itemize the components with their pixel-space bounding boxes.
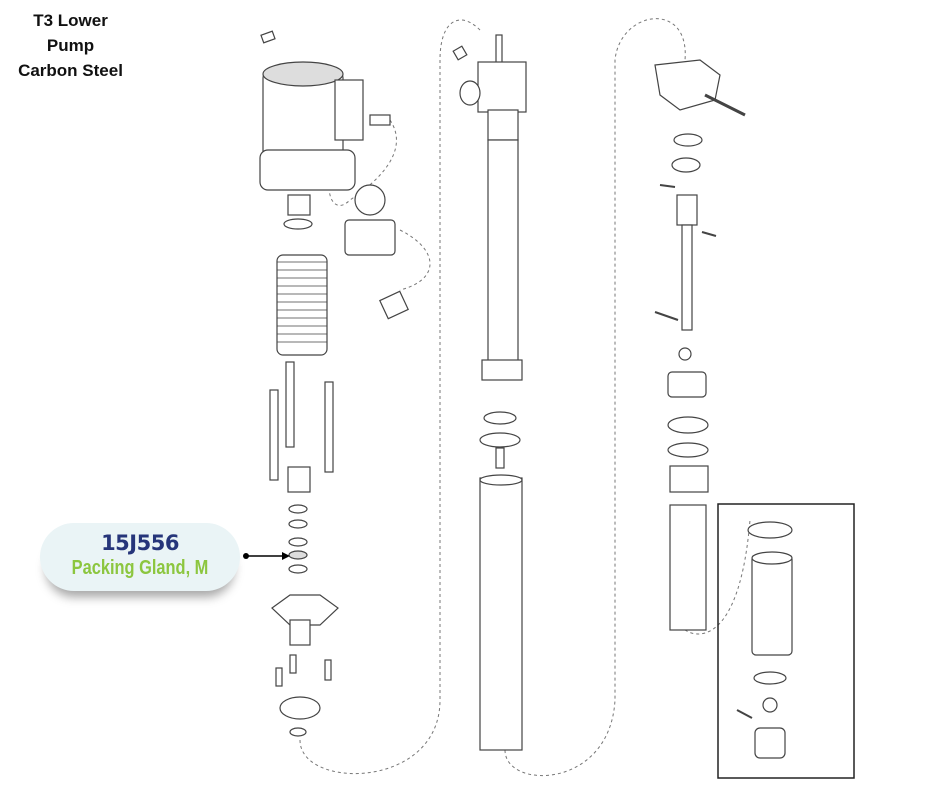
inset-box — [717, 503, 855, 779]
outlet-housing — [271, 594, 339, 737]
callout-arrow — [243, 552, 290, 560]
pump-parts-right — [654, 59, 746, 631]
tie-rods — [269, 361, 334, 481]
regulator-gauge — [344, 184, 409, 320]
displacement-rod-assembly — [452, 34, 527, 751]
title-line-2: Carbon Steel — [18, 61, 123, 80]
motor-assembly — [259, 30, 391, 230]
part-callout: 15J556 Packing Gland, M — [40, 523, 240, 591]
packing-stack — [287, 466, 311, 574]
part-description: Packing Gland, M — [71, 557, 209, 579]
spring — [276, 254, 328, 356]
title-line-1: T3 Lower Pump — [33, 11, 108, 55]
diagram-title: T3 Lower Pump Carbon Steel — [8, 8, 133, 83]
part-number: 15J556 — [101, 531, 179, 555]
